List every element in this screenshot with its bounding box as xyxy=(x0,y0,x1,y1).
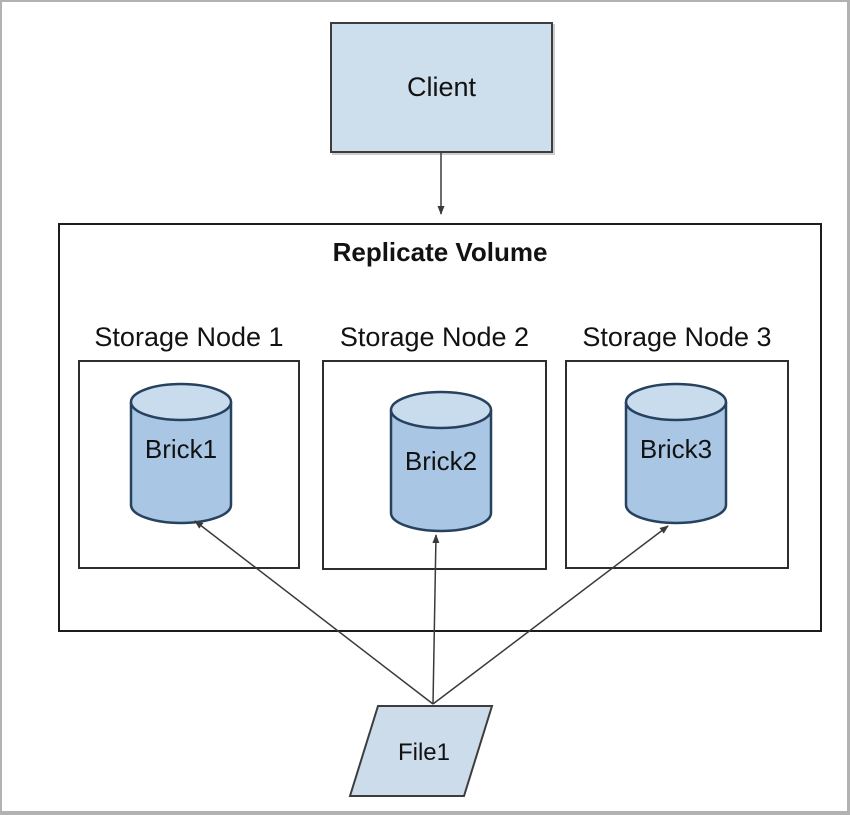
brick3-label: Brick3 xyxy=(639,434,713,464)
storage-node-2-label: Storage Node 2 xyxy=(339,322,530,352)
storage-node-1-box xyxy=(78,360,300,569)
brick2-cylinder-icon xyxy=(389,390,493,533)
storage-node-1-label: Storage Node 1 xyxy=(94,322,284,352)
storage-node-3-box xyxy=(565,360,789,569)
client-label: Client xyxy=(406,72,477,102)
file1-label: File1 xyxy=(397,739,451,766)
brick3-cylinder-icon xyxy=(624,382,728,525)
brick2-label: Brick2 xyxy=(404,446,478,476)
brick1-cylinder-icon xyxy=(129,382,233,525)
client-box: Client xyxy=(330,22,553,153)
brick1-label: Brick1 xyxy=(144,434,218,464)
replicate-volume-title: Replicate Volume xyxy=(332,237,548,267)
storage-node-3-label: Storage Node 3 xyxy=(582,322,772,352)
